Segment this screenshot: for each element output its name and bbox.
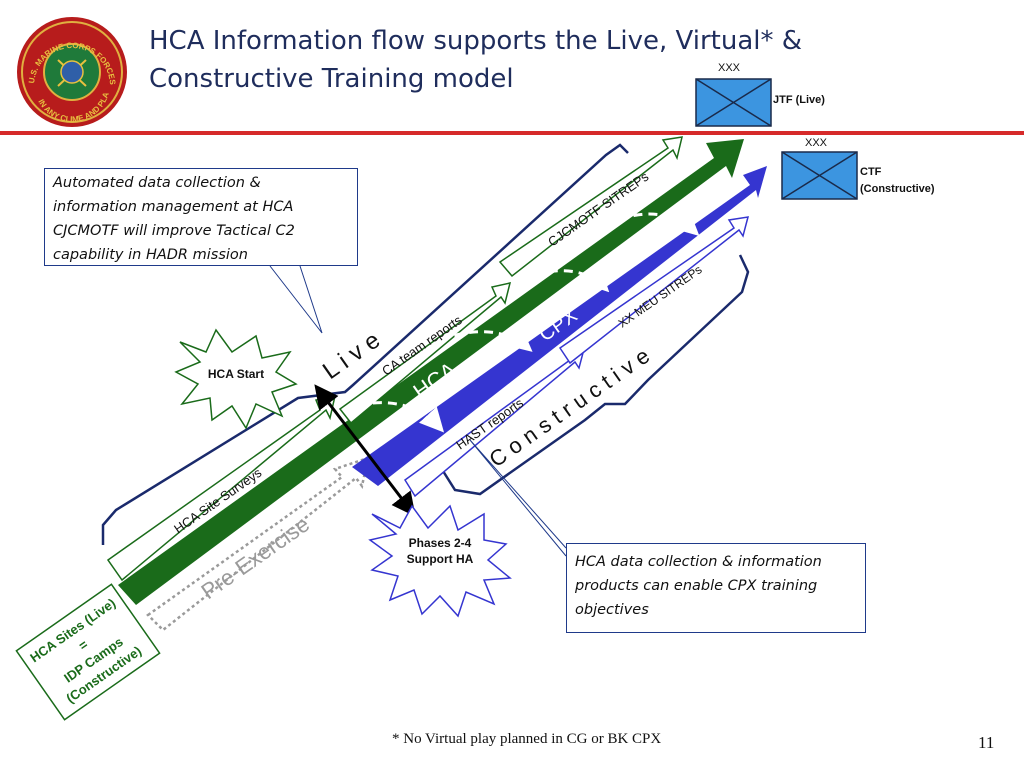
- slide-title-line-2: Constructive Training model: [149, 64, 514, 94]
- jtf-echelon: XXX: [718, 62, 741, 74]
- label-live: L i v e: [318, 327, 385, 385]
- hca-start-burst: [174, 328, 298, 430]
- hca-sites-box: HCA Sites (Live) = IDP Camps (Constructi…: [15, 583, 161, 721]
- title-divider: [0, 131, 1024, 135]
- callout-bottom-pointer: [469, 439, 567, 557]
- phase-span-arrow: [314, 384, 416, 517]
- blue-report-arrow-meu: [558, 216, 750, 365]
- phases-burst: [368, 504, 512, 618]
- constructive-blue-arrow: [352, 166, 767, 486]
- phases-label-2: Support HA: [407, 552, 474, 566]
- slide-title: HCA Information flow supports the Live, …: [149, 22, 889, 98]
- ctf-echelon: XXX: [805, 137, 828, 149]
- callout-automated-data: Automated data collection & information …: [44, 168, 358, 266]
- jtf-label: JTF (Live): [773, 94, 825, 106]
- ctf-unit-symbol: [781, 151, 858, 200]
- green-report-arrow-cjcmotf: [498, 136, 683, 278]
- callout-cpx-objectives: HCA data collection & information produc…: [566, 543, 866, 633]
- ctf-label-2: (Constructive): [860, 183, 935, 195]
- footnote: * No Virtual play planned in CG or BK CP…: [392, 731, 662, 747]
- ctf-label-1: CTF: [860, 166, 882, 178]
- page-number: 11: [978, 733, 995, 752]
- marine-corps-logo: U.S. MARINE CORPS FORCES PACIFIC IN ANY …: [0, 0, 127, 127]
- phases-label-1: Phases 2-4: [409, 536, 472, 550]
- blue-report-arrows: [403, 216, 750, 498]
- constructive-brace: [441, 254, 750, 496]
- label-cjcmotf-sitreps: CJCMOTF SITREPs: [545, 169, 652, 250]
- callout-top-pointer: [269, 265, 323, 334]
- slide-title-line-1: HCA Information flow supports the Live, …: [149, 26, 803, 56]
- jtf-unit-symbol: [695, 78, 772, 127]
- live-green-arrow: [118, 139, 744, 605]
- hca-start-label: HCA Start: [208, 367, 264, 381]
- pre-exercise-arrow: [146, 456, 370, 632]
